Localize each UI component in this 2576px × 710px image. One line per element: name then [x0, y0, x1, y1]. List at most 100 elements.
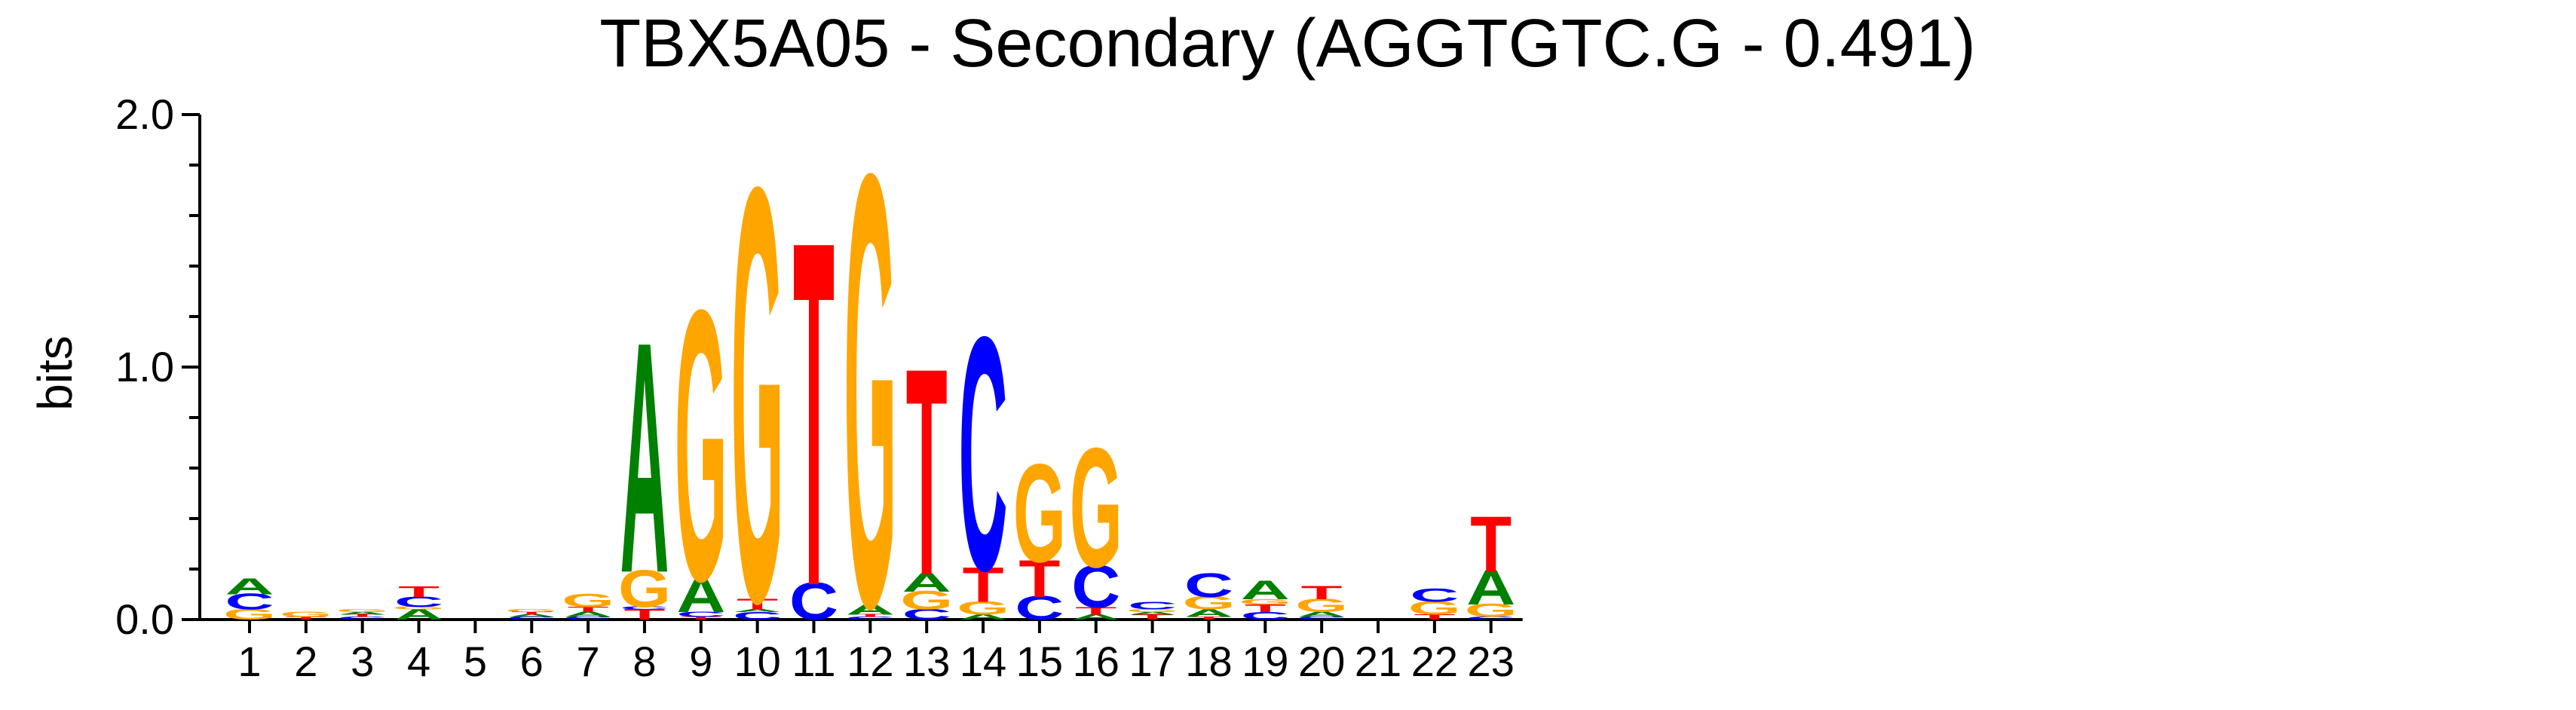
logo-letter-C: C	[1466, 616, 1515, 620]
logo-letter-T: T	[963, 558, 1004, 613]
logo-letter-G: G	[900, 586, 953, 615]
logo-letter-C: C	[1071, 553, 1120, 621]
logo-letter-G: G	[1013, 435, 1066, 592]
logo-letter-T: T	[1470, 500, 1512, 589]
logo-letter-C: C	[846, 616, 895, 620]
logo-letter-C: C	[902, 606, 951, 623]
logo-letter-G: G	[1239, 598, 1291, 606]
logo-letter-C: C	[507, 616, 556, 620]
x-tick-label: 4	[407, 638, 430, 685]
x-tick-label: 3	[351, 638, 374, 685]
logo-letter-T: T	[1018, 549, 1060, 608]
logo-letter-G: G	[393, 606, 446, 611]
logo-letter-T: T	[850, 614, 891, 618]
logo-letter-T: T	[1188, 616, 1230, 620]
logo-letter-A: A	[902, 568, 951, 598]
x-tick-label: 19	[1242, 638, 1288, 685]
logo-letter-A: A	[733, 608, 782, 613]
logo-letter-A: A	[1184, 607, 1233, 620]
logo-letter-A: A	[338, 611, 387, 616]
x-tick-label: 23	[1468, 638, 1515, 685]
logo-letter-G: G	[1465, 600, 1518, 621]
logo-letter-G: G	[618, 559, 671, 618]
x-tick-label: 21	[1355, 638, 1401, 685]
logo-letter-T: T	[1132, 613, 1173, 621]
logo-letter-C: C	[1410, 585, 1459, 606]
logo-letter-A: A	[225, 574, 274, 600]
x-tick-label: 15	[1016, 638, 1063, 685]
logo-letter-A: A	[507, 614, 556, 618]
logo-letter-G: G	[1070, 413, 1123, 603]
logo-letter-G: G	[1295, 595, 1348, 616]
logo-letter-C: C	[1297, 616, 1346, 620]
logo-letter-C: C	[225, 589, 274, 615]
x-tick-label: 1	[237, 638, 261, 685]
logo-letter-T: T	[285, 616, 326, 620]
logo-letter-T: T	[1075, 604, 1116, 617]
logo-letter-T: T	[1245, 601, 1286, 614]
logo-letter-G: G	[1182, 592, 1235, 614]
logo-letter-A: A	[1071, 613, 1120, 621]
logo-letter-A: A	[1466, 560, 1515, 615]
x-tick-label: 2	[294, 638, 317, 685]
logo-letter-C: C	[1184, 567, 1233, 604]
logo-letter-T: T	[623, 606, 665, 623]
logo-letter-C: C	[394, 593, 443, 611]
logo-letter-C: C	[1128, 599, 1177, 612]
logo-letter-T: T	[680, 616, 721, 620]
x-tick-label: 6	[520, 638, 544, 685]
logo-letter-T: T	[737, 595, 778, 613]
logo-letter-A: A	[394, 606, 443, 623]
y-tick-label: 0.0	[115, 595, 174, 643]
x-tick-label: 7	[577, 638, 600, 685]
y-tick-label: 2.0	[115, 90, 174, 138]
logo-letter-G: G	[1408, 597, 1461, 618]
logo-letter-C: C	[564, 616, 613, 620]
logo-letter-T: T	[398, 583, 440, 601]
logo-letter-C: C	[338, 616, 387, 620]
logo-letter-C: C	[676, 611, 725, 619]
x-tick-label: 11	[792, 638, 835, 685]
x-tick-label: 22	[1411, 638, 1458, 685]
logo-letter-C: C	[1015, 589, 1064, 627]
logo-letter-G: G	[675, 231, 727, 663]
y-tick-label: 1.0	[115, 343, 174, 390]
logo-letter-T: T	[511, 611, 553, 616]
logo-letter-G: G	[223, 606, 276, 623]
y-axis-title: bits	[28, 335, 82, 411]
x-tick-label: 14	[960, 638, 1006, 685]
logo-letter-A: A	[676, 568, 725, 623]
logo-letter-A: A	[620, 273, 669, 641]
logo-letter-A: A	[1128, 611, 1177, 616]
logo-letter-G: G	[957, 597, 1009, 618]
x-tick-label: 20	[1298, 638, 1345, 685]
x-tick-label: 5	[464, 638, 487, 685]
logo-letter-C: C	[959, 267, 1008, 640]
logo-letter-C: C	[733, 609, 782, 622]
logo-letter-G: G	[731, 65, 784, 710]
x-tick-label: 10	[734, 638, 781, 685]
logo-letter-T: T	[568, 605, 609, 614]
logo-letter-A: A	[1241, 576, 1290, 605]
logo-letter-C: C	[1241, 609, 1290, 622]
logo-letter-A: A	[846, 601, 895, 618]
x-tick-label: 18	[1185, 638, 1232, 685]
logo-letter-G: G	[844, 45, 896, 710]
x-tick-label: 17	[1129, 638, 1175, 685]
logo-letter-T: T	[1414, 613, 1455, 621]
logo-letter-T: T	[342, 614, 383, 618]
x-tick-label: 12	[847, 638, 893, 685]
logo-letter-T: T	[1301, 582, 1343, 603]
logo-letter-G: G	[1126, 608, 1179, 613]
logo-letter-A: A	[564, 611, 613, 619]
logo-letter-T: T	[906, 307, 948, 637]
x-tick-label: 16	[1073, 638, 1120, 685]
logo-letter-A: A	[1297, 611, 1346, 619]
x-tick-label: 8	[633, 638, 656, 685]
logo-letter-G: G	[505, 608, 558, 613]
logo-letter-T: T	[793, 137, 835, 688]
chart-title: TBX5A05 - Secondary (AGGTGTC.G - 0.491)	[599, 6, 1976, 81]
